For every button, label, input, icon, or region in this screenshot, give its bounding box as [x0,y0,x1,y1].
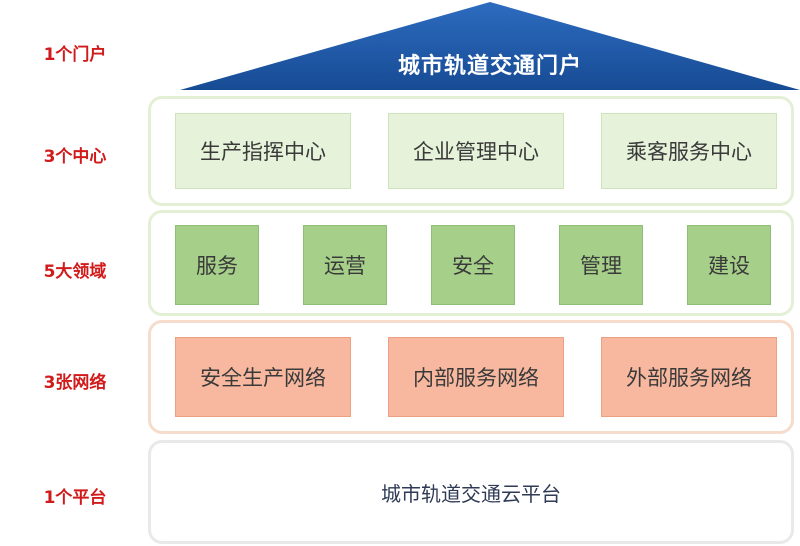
layer-label-networks: 3张网络 [43,373,107,393]
field-box-service: 服务 [175,225,259,305]
layer-label-portal: 1个门户 [43,45,107,65]
platform-tier: 城市轨道交通云平台 [148,440,794,544]
network-box-external: 外部服务网络 [601,337,777,417]
center-box-command: 生产指挥中心 [175,113,351,189]
center-box-passenger: 乘客服务中心 [601,113,777,189]
fields-tier: 服务 运营 安全 管理 建设 [148,210,794,316]
field-box-management: 管理 [559,225,643,305]
networks-tier: 安全生产网络 内部服务网络 外部服务网络 [148,320,794,434]
roof-triangle-shape [180,2,800,90]
field-box-operation: 运营 [303,225,387,305]
layer-label-centers: 3个中心 [43,147,107,167]
field-box-construction: 建设 [687,225,771,305]
platform-title: 城市轨道交通云平台 [381,481,561,506]
portal-title: 城市轨道交通门户 [397,54,582,79]
portal-roof [180,0,800,92]
layer-label-fields: 5大领域 [43,262,107,282]
centers-tier: 生产指挥中心 企业管理中心 乘客服务中心 [148,96,794,206]
network-box-internal: 内部服务网络 [388,337,564,417]
network-box-production: 安全生产网络 [175,337,351,417]
center-box-enterprise: 企业管理中心 [388,113,564,189]
layer-label-platform: 1个平台 [43,488,107,508]
field-box-safety: 安全 [431,225,515,305]
